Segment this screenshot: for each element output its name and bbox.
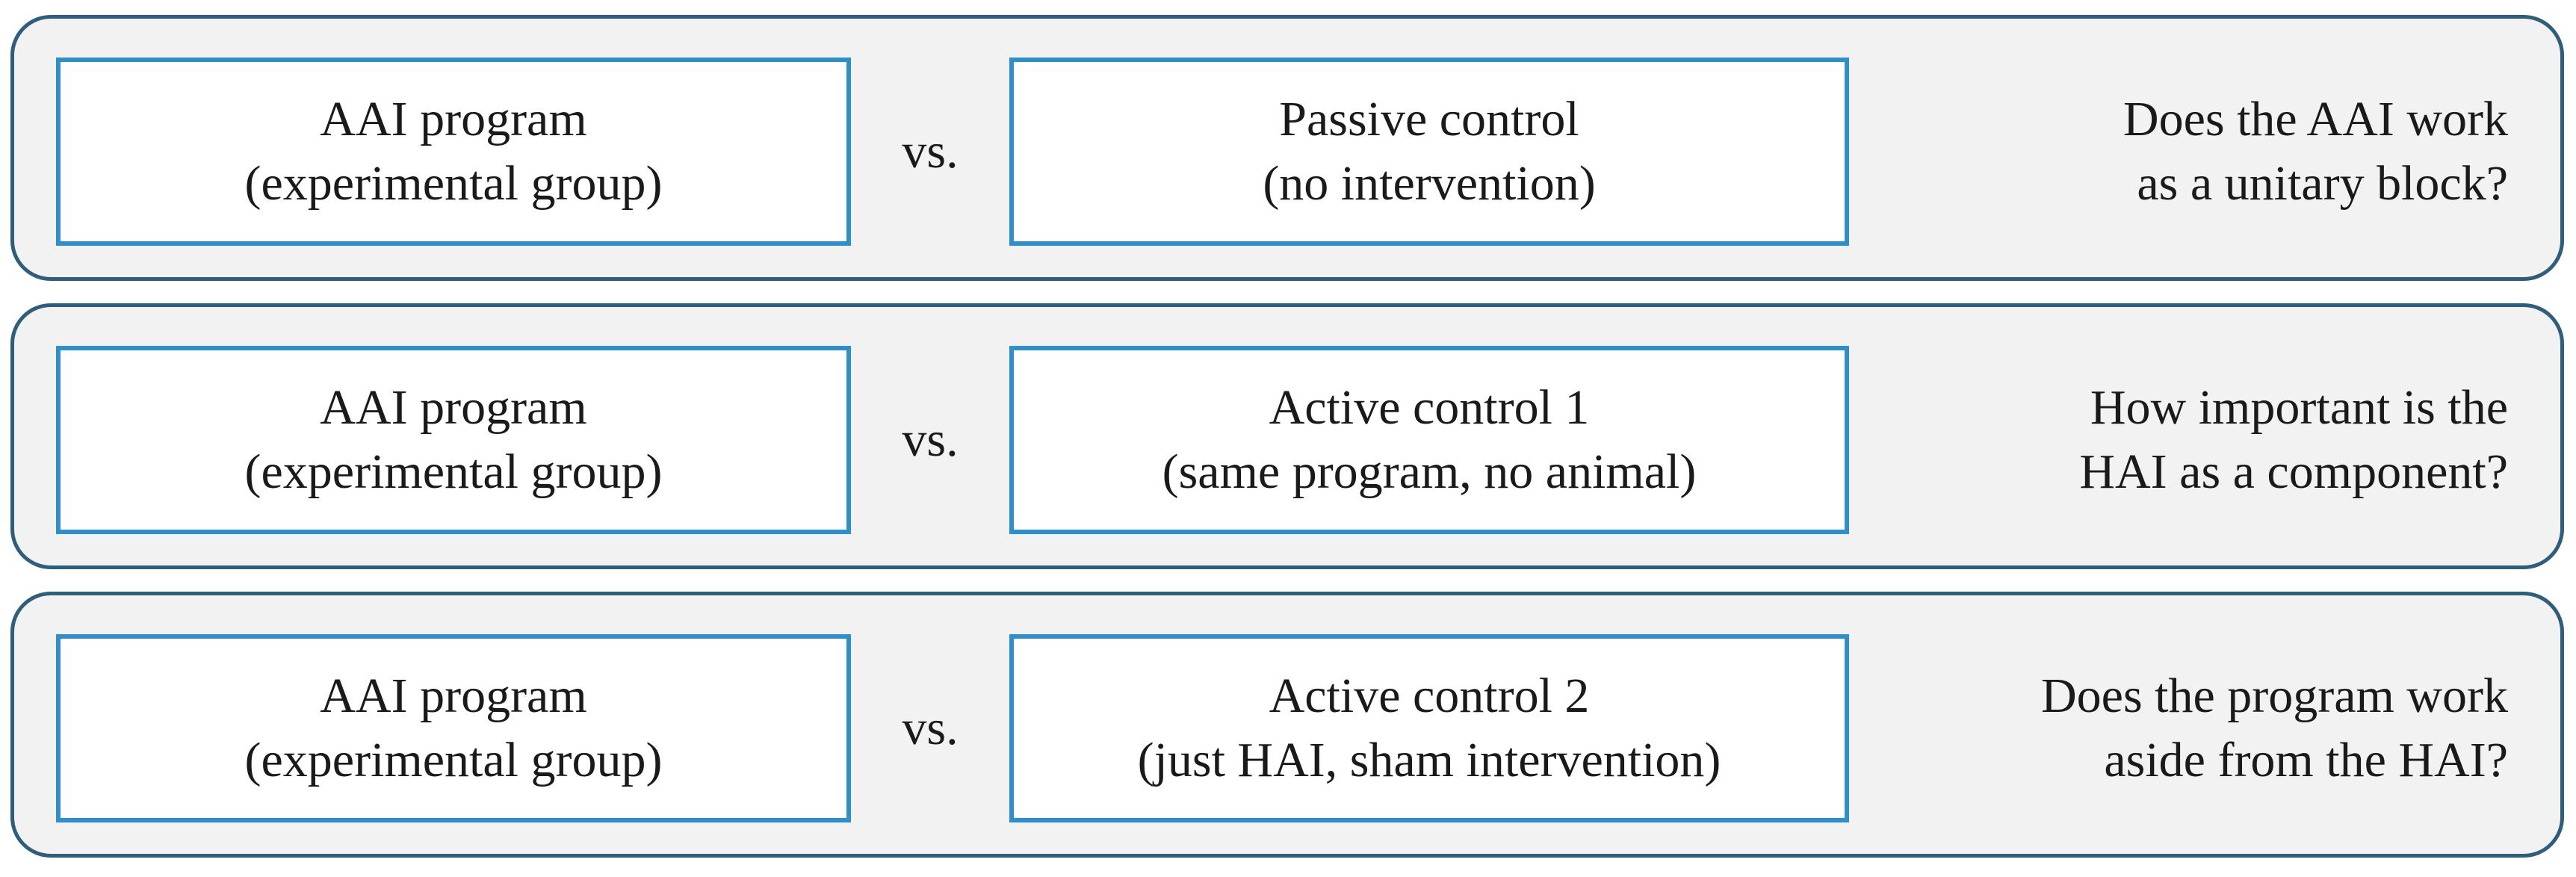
box-subtitle: (experimental group) (244, 733, 663, 787)
question-line-2: aside from the HAI? (2104, 733, 2508, 787)
active-control-1-box: Active control 1 (same program, no anima… (1009, 346, 1849, 534)
question-line-2: HAI as a component? (2079, 444, 2508, 499)
box-title: Active control 1 (1269, 380, 1590, 435)
experimental-group-box: AAI program (experimental group) (56, 634, 851, 822)
box-title: Active control 2 (1269, 669, 1590, 723)
versus-label: vs. (902, 701, 959, 755)
box-subtitle: (same program, no animal) (1162, 444, 1697, 499)
research-question: Does the AAI work as a unitary block? (1866, 58, 2508, 246)
box-title: AAI program (320, 669, 587, 723)
question-line-1: How important is the (2090, 380, 2508, 435)
experimental-group-box: AAI program (experimental group) (56, 58, 851, 246)
experimental-group-box: AAI program (experimental group) (56, 346, 851, 534)
active-control-2-box: Active control 2 (just HAI, sham interve… (1009, 634, 1849, 822)
question-line-1: Does the AAI work (2123, 92, 2508, 146)
comparison-row-3: AAI program (experimental group) vs. Act… (10, 592, 2564, 858)
box-title: Passive control (1279, 92, 1579, 146)
comparison-row-2: AAI program (experimental group) vs. Act… (10, 303, 2564, 569)
passive-control-box: Passive control (no intervention) (1009, 58, 1849, 246)
box-subtitle: (experimental group) (244, 156, 663, 211)
question-line-1: Does the program work (2040, 669, 2508, 723)
box-subtitle: (no intervention) (1263, 156, 1596, 211)
box-title: AAI program (320, 92, 587, 146)
research-question: Does the program work aside from the HAI… (1866, 634, 2508, 822)
question-line-2: as a unitary block? (2137, 156, 2508, 211)
research-question: How important is the HAI as a component? (1866, 346, 2508, 534)
box-title: AAI program (320, 380, 587, 435)
versus-label: vs. (902, 412, 959, 467)
box-subtitle: (experimental group) (244, 444, 663, 499)
versus-label: vs. (902, 124, 959, 179)
comparison-row-1: AAI program (experimental group) vs. Pas… (10, 15, 2564, 281)
box-subtitle: (just HAI, sham intervention) (1137, 733, 1721, 787)
